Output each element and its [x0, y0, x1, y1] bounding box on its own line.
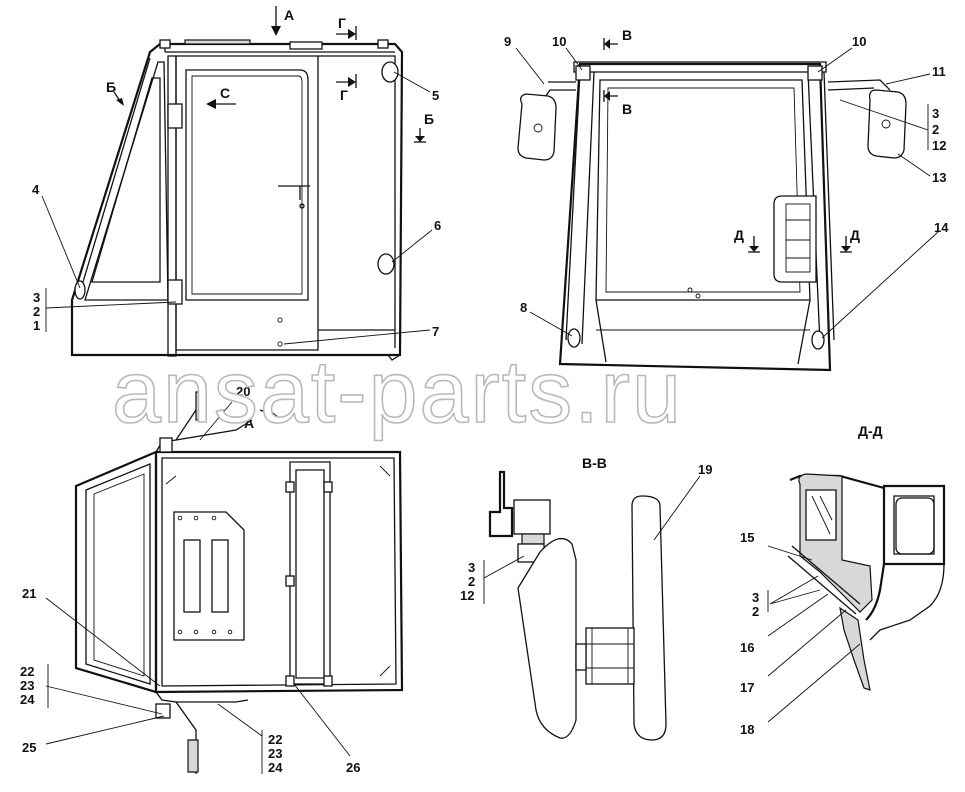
plan-stack-left-22: 22 [20, 664, 34, 679]
label-25: 25 [22, 740, 36, 755]
label-26: 26 [346, 760, 360, 775]
plan-view-callouts: А 20 21 22 23 24 25 22 23 24 26 [20, 384, 360, 775]
view-marker-v-mid: В [622, 101, 632, 117]
view-marker-a-plan: А [244, 415, 254, 431]
view-marker-v-top: В [622, 27, 632, 43]
view-marker-b-left: Б [106, 79, 116, 95]
label-21: 21 [22, 586, 36, 601]
label-8: 8 [520, 300, 527, 315]
label-18: 18 [740, 722, 754, 737]
label-13: 13 [932, 170, 946, 185]
dd-stack-3: 3 [752, 590, 759, 605]
front-view [517, 61, 907, 372]
plan-stack-left-24: 24 [20, 692, 35, 707]
watermark-text: ansat-parts.ru [112, 342, 683, 441]
section-title-vv: В-В [582, 455, 607, 471]
side-stack-3: 3 [33, 290, 40, 305]
label-19: 19 [698, 462, 712, 477]
vv-stack-3: 3 [468, 560, 475, 575]
label-16: 16 [740, 640, 754, 655]
plan-stack-left-23: 23 [20, 678, 34, 693]
section-dd: Д-Д 15 3 2 16 17 18 [740, 423, 946, 737]
label-14: 14 [934, 220, 949, 235]
view-marker-d-right: Д [850, 227, 860, 243]
label-15: 15 [740, 530, 754, 545]
section-title-dd: Д-Д [858, 423, 883, 439]
view-marker-a-top: А [284, 7, 294, 23]
front-stack-2: 2 [932, 122, 939, 137]
side-view [70, 39, 404, 361]
front-view-arrows: В В Д Д [603, 27, 860, 253]
label-9: 9 [504, 34, 511, 49]
vv-stack-2: 2 [468, 574, 475, 589]
plan-stack-bottom-23: 23 [268, 746, 282, 761]
view-marker-g-mid: Г [340, 87, 348, 103]
side-view-callouts: 4 5 6 7 3 2 1 [32, 71, 441, 345]
plan-view [74, 391, 404, 774]
label-6: 6 [434, 218, 441, 233]
side-stack-1: 1 [33, 318, 40, 333]
front-stack-12: 12 [932, 138, 946, 153]
view-marker-c: С [220, 85, 230, 101]
vv-stack-12: 12 [460, 588, 474, 603]
dd-stack-2: 2 [752, 604, 759, 619]
plan-stack-bottom-22: 22 [268, 732, 282, 747]
front-view-callouts: 9 10 10 11 3 2 12 13 14 8 [504, 34, 949, 339]
label-11: 11 [932, 64, 946, 79]
side-view-arrows: А Г Г Б Б С [106, 6, 434, 143]
front-stack-3: 3 [932, 106, 939, 121]
label-20: 20 [236, 384, 250, 399]
side-stack-2: 2 [33, 304, 40, 319]
plan-stack-bottom-24: 24 [268, 760, 283, 775]
label-10-left: 10 [552, 34, 566, 49]
label-7: 7 [432, 324, 439, 339]
view-marker-g-top: Г [338, 15, 346, 31]
label-10-right: 10 [852, 34, 866, 49]
label-5: 5 [432, 88, 439, 103]
view-marker-b-right: Б [424, 111, 434, 127]
section-vv: В-В 19 3 2 12 [460, 455, 712, 741]
view-marker-d-left: Д [734, 227, 744, 243]
label-17: 17 [740, 680, 754, 695]
label-4: 4 [32, 182, 40, 197]
